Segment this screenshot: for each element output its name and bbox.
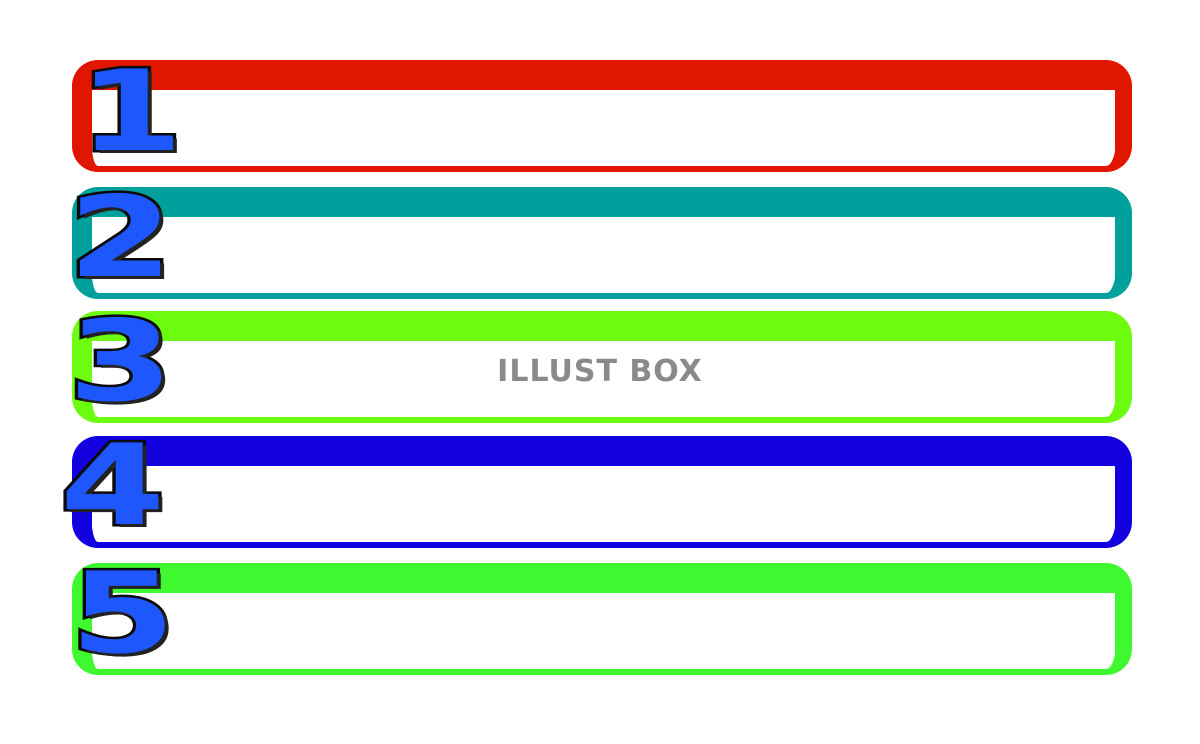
frame-2 [72,187,1132,299]
number-3-label: 3 [65,297,177,427]
frame-4 [72,436,1132,548]
frame-5-content-area [92,593,1115,669]
watermark-text: ILLUST BOX [497,354,703,389]
number-5-label: 5 [67,549,179,679]
frame-5 [72,563,1132,675]
frame-1 [72,60,1132,172]
frame-1-content-area [92,90,1115,166]
number-2-label: 2 [65,173,177,303]
frame-4-content-area [92,466,1115,542]
frame-2-content-area [92,217,1115,293]
number-1-label: 1 [75,47,187,177]
frame-3 [72,311,1132,423]
frame-3-content-area [92,341,1115,417]
number-4-label: 4 [57,421,169,551]
